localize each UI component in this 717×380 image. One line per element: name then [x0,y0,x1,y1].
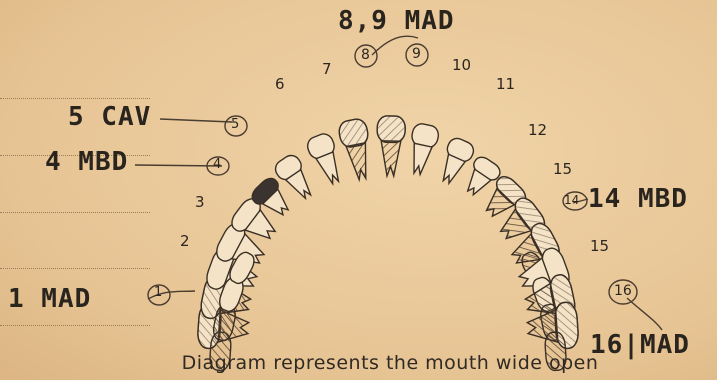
pointer-line-5 [160,119,232,122]
circled-number-4: 4 [213,157,221,172]
tooth-number-15: 15 [590,237,609,255]
circled-number-5: 5 [231,117,239,132]
tooth-number-6: 6 [275,75,285,93]
tooth-number-13: 15 [553,160,572,178]
pointer-line-4 [135,165,222,166]
diagram-caption: Diagram represents the mouth wide open [160,352,620,374]
label-tooth-5: 5 CAV [68,102,151,132]
tooth-shape [404,122,440,176]
circled-number-9: 9 [412,46,421,62]
label-tooth-4: 4 MBD [45,147,128,177]
circled-number-1: 1 [154,285,162,300]
label-tooth-14: 14 MBD [588,184,688,214]
tooth-shape [337,117,376,181]
tooth-number-7: 7 [322,60,332,78]
label-tooth-1: 1 MAD [8,284,91,314]
circled-number-8: 8 [361,47,370,63]
circled-number-16: 16 [614,283,632,299]
tooth-number-10: 10 [452,56,471,74]
tooth-number-3: 3 [195,193,205,211]
tooth-shape [376,116,405,176]
tooth-number-12: 12 [528,121,547,139]
circled-number-14: 14 [564,193,579,207]
tooth-shape [434,136,476,188]
pointer-line-16 [627,298,662,330]
tooth-number-2: 2 [180,232,190,250]
tooth-number-11: 11 [496,75,515,93]
label-teeth-8-9: 8,9 MAD [338,6,455,36]
